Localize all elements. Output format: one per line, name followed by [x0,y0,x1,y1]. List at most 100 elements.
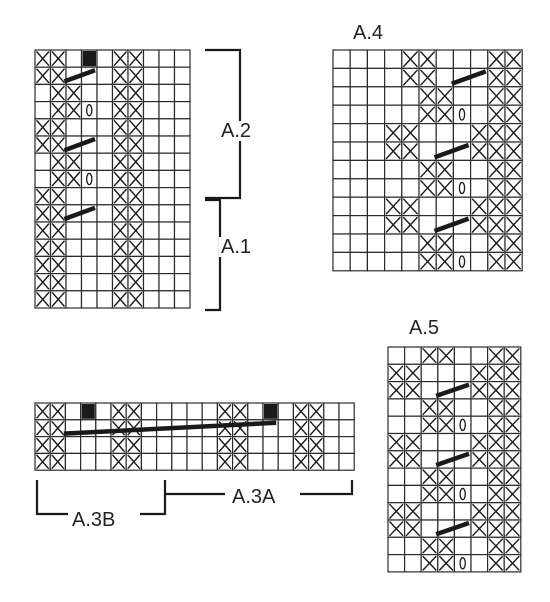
purl-cross-symbol [505,124,522,141]
purl-cross-symbol [402,216,419,233]
purl-cross-symbol [294,437,308,453]
chart-cell [453,398,472,417]
label-a3b: A.3B [70,509,118,531]
chart-cell [158,83,176,103]
chart-cell [173,152,191,171]
purl-cross-symbol [488,124,505,141]
chart-cell [34,152,52,171]
chart-cell [420,363,439,383]
chart-cell [186,452,203,471]
chart-cell [156,436,173,455]
purl-cross-symbol [471,143,487,160]
chart-cell [384,233,403,253]
chart-cell [156,452,173,471]
chart-cell [349,49,369,69]
yarn-over-oval-symbol [86,103,93,117]
purl-cross-symbol [419,235,436,252]
chart-cell [95,452,112,471]
chart-cell [387,467,406,487]
bracket-a3a-right [300,480,354,496]
purl-cross-symbol [405,365,421,381]
purl-cross-symbol [66,102,81,118]
chart-cell [470,553,489,573]
chart-cell [470,467,489,487]
chart-cell [384,67,403,88]
chart-cell [65,238,83,257]
purl-cross-symbol [488,555,504,571]
chart-cell [173,187,191,206]
purl-cross-symbol [113,205,128,221]
purl-cross-symbol [66,171,81,187]
chart-cell [435,196,455,217]
chart-cell [80,221,98,240]
chart-cell [453,346,472,365]
chart-cell [435,49,455,69]
chart-cell [158,290,176,309]
chart-cell [453,536,472,556]
chart-cell [158,238,176,257]
chart-cell [96,221,114,240]
chart-cell [96,135,114,154]
chart-cell [247,402,264,421]
chart-cell [142,169,160,189]
purl-cross-symbol [471,198,487,215]
chart-a1_a2 [34,49,191,309]
purl-cross-symbol [388,451,404,468]
chart-cell [140,452,158,471]
purl-cross-symbol [128,119,143,135]
purl-cross-symbol [309,404,323,419]
purl-cross-symbol [471,382,487,398]
chart-cell [332,141,351,161]
purl-cross-symbol [437,179,453,197]
chart-cell [401,104,420,125]
purl-cross-symbol [218,454,232,470]
yarn-over-oval-symbol [458,108,466,121]
chart-cell [262,452,279,471]
purl-cross-symbol [233,404,247,419]
chart-cell [96,118,114,137]
chart-cell [201,402,218,421]
chart-cell [349,122,369,143]
chart-cell [173,100,191,120]
chart-cell [404,467,422,487]
chart-cell [65,255,83,275]
chart-cell [349,251,369,272]
purl-cross-symbol [438,399,454,416]
purl-cross-symbol [505,143,522,160]
purl-cross-symbol [113,223,128,239]
purl-cross-symbol [405,434,421,450]
chart-cell [470,346,489,365]
purl-cross-symbol [218,437,232,453]
purl-cross-symbol [113,274,128,290]
chart-cell [323,436,340,455]
chart-cell [366,196,386,217]
purl-cross-symbol [113,154,128,170]
cable-slash-symbol [63,205,96,222]
purl-cross-symbol [233,437,247,453]
chart-cell [384,86,403,106]
chart-cell [332,86,351,106]
chart-cell [96,273,114,292]
chart-cell [401,86,420,106]
chart-cell [173,135,191,154]
chart-cell [80,238,98,257]
chart-cell [401,178,420,198]
chart-cell [470,536,489,556]
purl-cross-symbol [128,171,143,187]
purl-cross-symbol [437,253,453,270]
chart-cell [142,152,160,171]
chart-cell [80,273,98,292]
chart-cell [34,169,52,189]
purl-cross-symbol [422,417,437,433]
purl-cross-symbol [388,382,404,398]
purl-cross-symbol [422,399,437,416]
purl-cross-symbol [405,451,421,468]
chart-cell [384,178,403,198]
chart-cell [142,238,160,257]
chart-cell [452,122,472,143]
chart-cell [96,169,114,189]
purl-cross-symbol [127,437,141,453]
purl-cross-symbol [405,382,421,398]
yarn-over-oval-symbol [86,172,93,186]
chart-cell [96,204,114,223]
